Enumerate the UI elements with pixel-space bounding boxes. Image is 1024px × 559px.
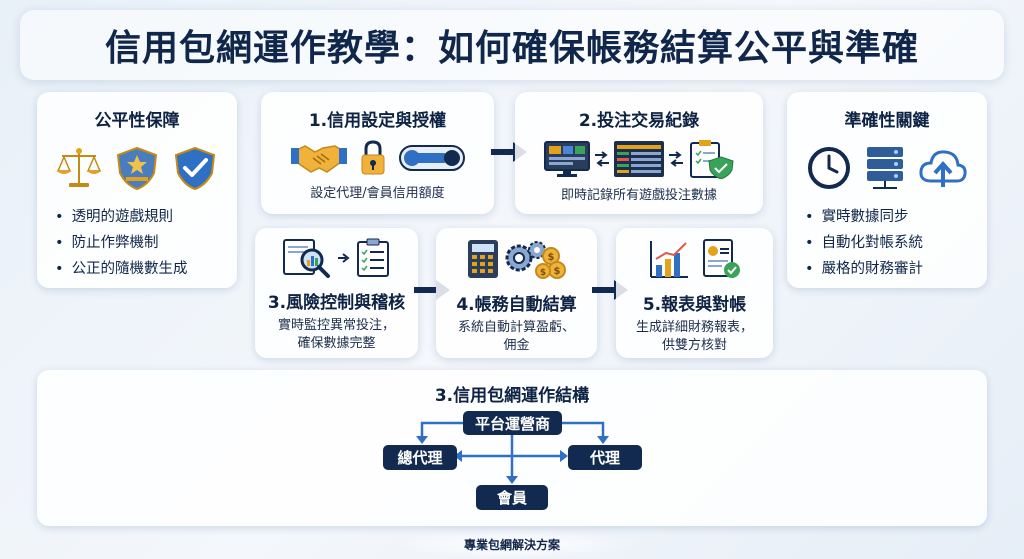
- cloud-upload-icon: [919, 150, 967, 187]
- step-3-card: 3.風險控制與稽核 實時監控異常投注， 確保數據完整: [255, 228, 418, 358]
- shield-badge-icon: [116, 146, 158, 191]
- org-right-box: 代理: [568, 445, 642, 470]
- list-item: 透明的遊戲規則: [55, 205, 237, 226]
- step-2-card: 2.投注交易紀錄: [515, 92, 763, 214]
- step-4-desc: 系統自動計算盈虧、 佣金: [436, 319, 597, 354]
- page-title: 信用包網運作教學：如何確保帳務結算公平與準確: [104, 28, 919, 69]
- gears-coins-icon: $ $ $: [505, 241, 566, 279]
- svg-text:$: $: [553, 266, 560, 277]
- monitor-icon: [544, 141, 590, 177]
- list-item: 防止作弊機制: [55, 231, 237, 252]
- exchange-arrows-icon: [669, 151, 683, 167]
- bar-chart-icon: [649, 241, 688, 278]
- org-bottom-box: 會員: [476, 485, 548, 510]
- step-4-title: 4.帳務自動結算: [456, 295, 577, 315]
- toggle-icon: [398, 145, 465, 171]
- accuracy-title: 準確性關鍵: [844, 111, 930, 131]
- fairness-card: 公平性保障 透明的遊戲規則 防止作弊機制 公正的隨機數生成: [37, 92, 237, 288]
- footer-glow: [390, 530, 640, 559]
- data-table-icon: [614, 141, 664, 177]
- fairness-title: 公平性保障: [94, 111, 180, 131]
- org-left-box: 總代理: [383, 445, 457, 470]
- lock-icon: [361, 140, 384, 175]
- step-5-desc-line: 供雙方核對: [661, 337, 727, 353]
- accuracy-list: 實時數據同步 自動化對帳系統 嚴格的財務審計: [805, 205, 987, 278]
- clock-icon: [808, 147, 850, 189]
- checklist-icon: [356, 238, 389, 277]
- report-check-icon: [702, 239, 740, 278]
- structure-title: 3.信用包網運作結構: [434, 386, 590, 406]
- list-item: 嚴格的財務審計: [805, 257, 987, 278]
- clipboard-shield-icon: [690, 140, 734, 179]
- svg-text:$: $: [547, 252, 554, 263]
- step-3-desc-line: 實時監控異常投注，: [277, 318, 395, 333]
- step-1-title: 1.信用設定與授權: [308, 111, 447, 131]
- list-item: 實時數據同步: [805, 205, 987, 226]
- step-2-desc: 即時記錄所有遊戲投注數據: [560, 188, 717, 203]
- accuracy-card: 準確性關鍵 實時數據同步 自動化對帳系統 嚴格的財務審計: [787, 92, 987, 288]
- step-3-title: 3.風險控制與稽核: [267, 293, 406, 313]
- scales-icon: [56, 148, 102, 187]
- step-4-card: $ $ $ 4.帳務自動結算 系統自動計算盈虧、 佣金: [436, 228, 597, 358]
- step-3-desc-line: 確保數據完整: [297, 335, 376, 351]
- step-3-desc: 實時監控異常投注， 確保數據完整: [255, 317, 418, 352]
- step-5-title: 5.報表與對帳: [642, 295, 747, 315]
- magnifier-report-icon: [282, 239, 330, 278]
- step-5-card: 5.報表與對帳 生成詳細財務報表， 供雙方核對: [616, 228, 773, 358]
- list-item: 自動化對帳系統: [805, 231, 987, 252]
- step-4-desc-line: 佣金: [503, 337, 530, 353]
- shield-check-icon: [174, 146, 216, 191]
- exchange-arrows-icon: [595, 151, 609, 167]
- fairness-list: 透明的遊戲規則 防止作弊機制 公正的隨機數生成: [55, 205, 237, 278]
- step-1-desc: 設定代理/會員信用額度: [310, 186, 445, 201]
- list-item: 公正的隨機數生成: [55, 257, 237, 278]
- svg-text:$: $: [539, 268, 545, 278]
- arrow-right-small-icon: [337, 253, 350, 263]
- calculator-icon: [467, 240, 498, 278]
- footer-text: 專業包網解決方案: [463, 538, 560, 552]
- step-2-title: 2.投注交易紀錄: [578, 111, 700, 131]
- title-banner: 信用包網運作教學：如何確保帳務結算公平與準確: [20, 10, 1004, 80]
- org-top-box: 平台運營商: [463, 411, 562, 435]
- step-1-card: 1.信用設定與授權 設定代理/會員信用額度: [261, 92, 494, 214]
- step-5-desc-line: 生成詳細財務報表，: [635, 320, 753, 335]
- step-5-desc: 生成詳細財務報表， 供雙方核對: [616, 319, 773, 354]
- step-4-desc-line: 系統自動計算盈虧、: [457, 320, 575, 335]
- handshake-icon: [290, 145, 347, 173]
- server-icon: [867, 147, 903, 189]
